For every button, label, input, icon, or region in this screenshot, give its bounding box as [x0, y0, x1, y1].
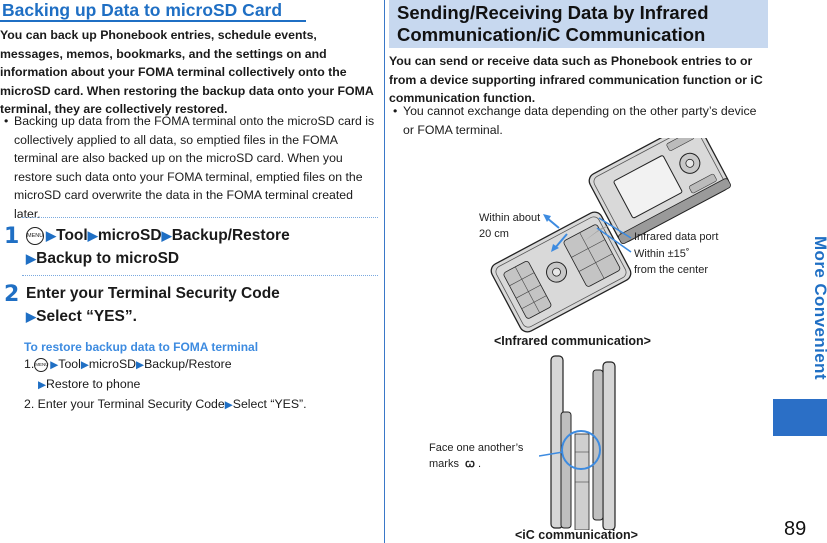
- arrow-icon: ▶: [136, 360, 145, 371]
- ic-mark-icon: ꞷ: [465, 458, 475, 470]
- bullet-mark: •: [4, 114, 9, 128]
- arrow-icon: ▶: [87, 228, 98, 243]
- restore-line-2: 2. Enter your Terminal Security Code: [24, 397, 225, 411]
- step-2-enter-code: Enter your Terminal Security Code: [26, 285, 280, 302]
- backup-note: • Backing up data from the FOMA terminal…: [4, 112, 376, 224]
- menu-backup-to-microsd: Backup to microSD: [36, 250, 180, 267]
- arrow-icon: ▶: [50, 360, 59, 371]
- menu-key-icon: MENU: [26, 226, 44, 245]
- restore-to-phone: Restore to phone: [46, 377, 141, 391]
- restore-steps: 1.MENU▶Tool▶microSD▶Backup/Restore ▶Rest…: [24, 355, 376, 415]
- phone-bottom: [490, 211, 632, 333]
- ic-illustration: [539, 355, 616, 530]
- step-1-number: 1: [4, 224, 20, 249]
- side-tab-label: More Convenient: [811, 236, 827, 380]
- angle-label-line-2: from the center: [634, 264, 708, 276]
- section-title-line-1: Sending/Receiving Data by Infrared: [397, 2, 709, 23]
- arrow-icon: ▶: [26, 251, 37, 266]
- restore-microsd: microSD: [88, 357, 137, 371]
- backup-intro: You can back up Phonebook entries, sched…: [0, 28, 374, 117]
- restore-backup-restore: Backup/Restore: [144, 357, 232, 371]
- step-divider: [22, 217, 378, 218]
- bullet-mark: •: [393, 104, 398, 118]
- arrow-icon: ▶: [80, 360, 89, 371]
- infrared-illustration: [490, 138, 731, 333]
- menu-key-icon: MENU: [34, 357, 49, 372]
- phone-top: [588, 138, 731, 245]
- angle-label: Within ±15˚ from the center: [634, 246, 708, 278]
- menu-tool: Tool: [56, 227, 88, 244]
- restore-tool: Tool: [58, 357, 81, 371]
- angle-label-line-1: Within ±15˚: [634, 248, 690, 260]
- ic-caption: <iC communication>: [515, 528, 638, 542]
- arrow-icon: ▶: [38, 380, 47, 391]
- page-number: 89: [784, 518, 807, 540]
- arrow-icon: ▶: [26, 309, 37, 324]
- distance-label-line-1: Within about: [479, 212, 541, 224]
- distance-label-line-2: 20 cm: [479, 228, 509, 240]
- infrared-note-text: You cannot exchange data depending on th…: [403, 104, 757, 137]
- restore-line-2-end: Select “YES”.: [232, 397, 307, 411]
- column-divider: [384, 0, 385, 543]
- port-label: Infrared data port: [634, 231, 719, 243]
- arrow-icon: ▶: [224, 400, 233, 411]
- ic-label-line-1: Face one another’s: [429, 442, 524, 454]
- distance-label: Within about 20 cm: [479, 210, 540, 242]
- arrow-icon: ▶: [46, 228, 57, 243]
- section-title-infrared: Sending/Receiving Data by Infrared Commu…: [389, 0, 768, 48]
- step-2-text: Enter your Terminal Security Code ▶Select…: [26, 282, 376, 328]
- section-title-backup: Backing up Data to microSD Card: [0, 0, 306, 22]
- backup-note-text: Backing up data from the FOMA terminal o…: [14, 114, 375, 221]
- infrared-caption: <Infrared communication>: [494, 334, 651, 348]
- menu-microsd: microSD: [97, 227, 162, 244]
- restore-line-1-number: 1.: [24, 357, 35, 371]
- step-2-number: 2: [4, 282, 20, 307]
- right-column: Sending/Receiving Data by Infrared Commu…: [389, 0, 769, 543]
- menu-backup-restore: Backup/Restore: [171, 227, 290, 244]
- side-tab-block: [773, 399, 827, 436]
- section-title-line-2: Communication/iC Communication: [397, 24, 706, 45]
- step-divider: [22, 275, 378, 276]
- step-1-text: MENU▶Tool▶microSD▶Backup/Restore▶Backup …: [26, 224, 376, 270]
- restore-heading: To restore backup data to FOMA terminal: [24, 340, 259, 354]
- infrared-note: • You cannot exchange data depending on …: [393, 102, 765, 139]
- infrared-intro: You can send or receive data such as Pho…: [389, 54, 763, 106]
- ic-label-line-2: marks: [429, 458, 459, 470]
- ic-label-end: .: [477, 458, 482, 470]
- arrow-icon: ▶: [161, 228, 172, 243]
- left-column: Backing up Data to microSD Card You can …: [0, 0, 381, 543]
- ic-label: Face one another’s marks ꞷ.: [429, 440, 523, 472]
- step-2-select-yes: Select “YES”.: [36, 308, 137, 325]
